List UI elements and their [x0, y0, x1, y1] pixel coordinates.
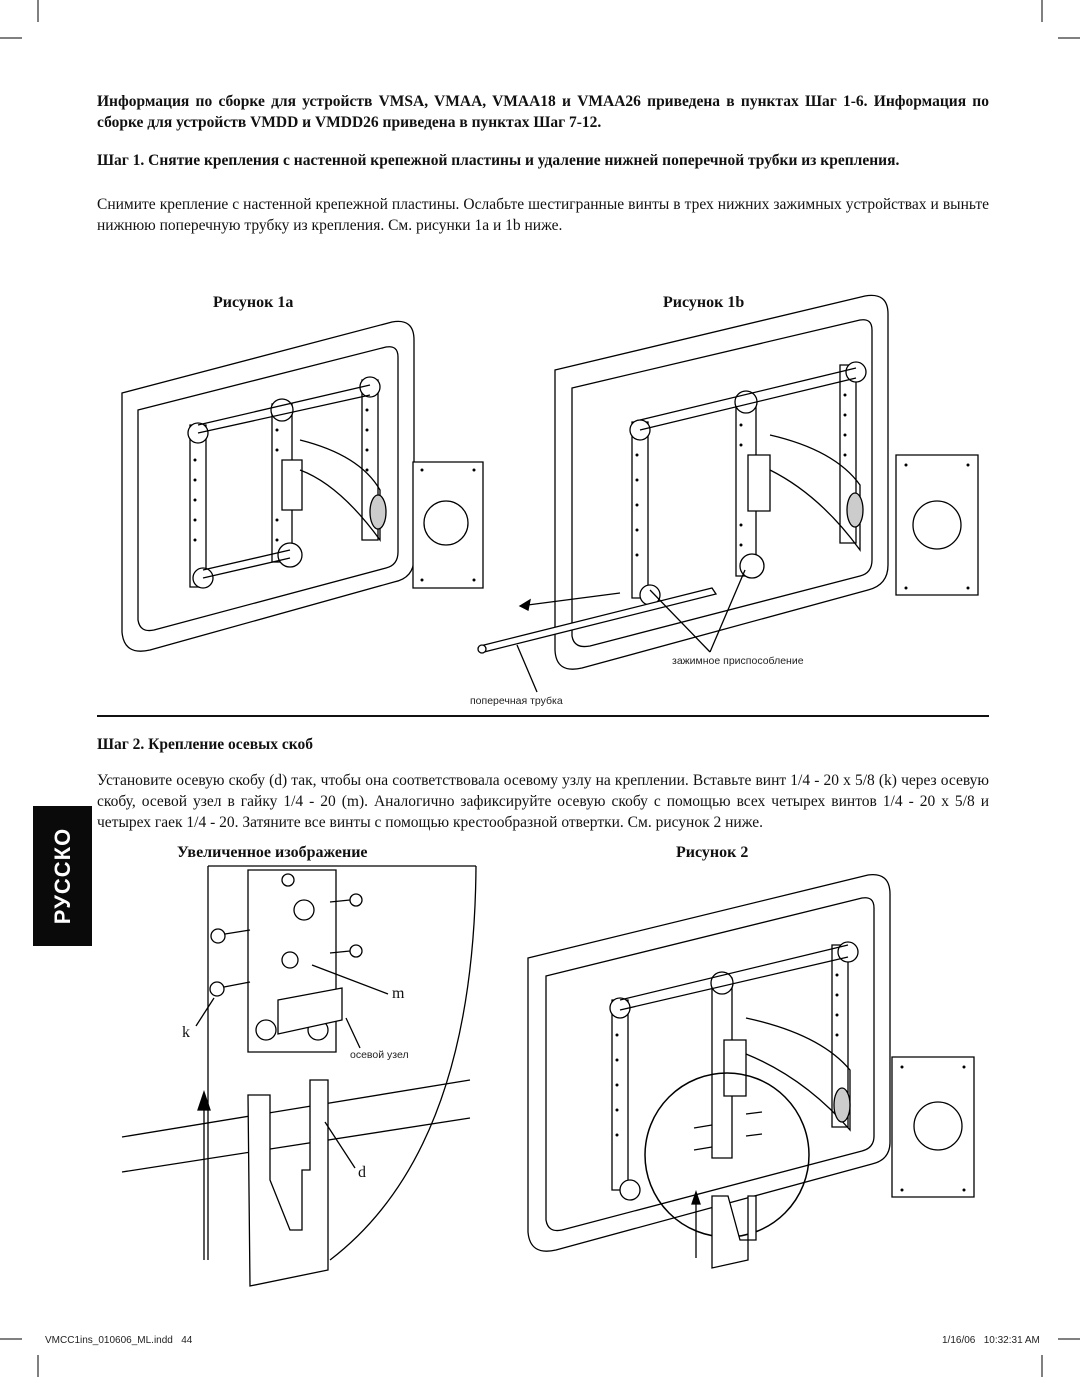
- step2-body: Установите осевую скобу (d) так, чтобы о…: [97, 772, 989, 831]
- label-k: k: [182, 1024, 190, 1041]
- step1-body: Снимите крепление с настенной крепежной …: [97, 196, 989, 234]
- section-divider: [97, 715, 989, 717]
- step1-title: Шаг 1. Снятие крепления с настенной креп…: [97, 152, 900, 169]
- language-tab: РУССКО: [33, 806, 92, 946]
- intro-text: Информация по сборке для устройств VMSA,…: [97, 93, 989, 131]
- step2-title: Шаг 2. Крепление осевых скоб: [97, 736, 313, 753]
- label-m: m: [392, 985, 405, 1002]
- footer-timestamp: 1/16/06 10:32:31 AM: [942, 1335, 1040, 1346]
- callout-pivot: осевой узел: [350, 1049, 409, 1061]
- figure-1b-label: Рисунок 1b: [663, 294, 745, 311]
- figure-2-label: Рисунок 2: [676, 844, 749, 861]
- footer-filename: VMCC1ins_010606_ML.indd 44: [45, 1335, 193, 1346]
- zoom-label: Увеличенное изображение: [177, 844, 368, 861]
- callout-cross-tube: поперечная трубка: [470, 695, 563, 707]
- figure-1a-label: Рисунок 1а: [213, 294, 294, 311]
- callout-clamp: зажимное приспособление: [672, 655, 804, 667]
- label-d: d: [358, 1164, 366, 1181]
